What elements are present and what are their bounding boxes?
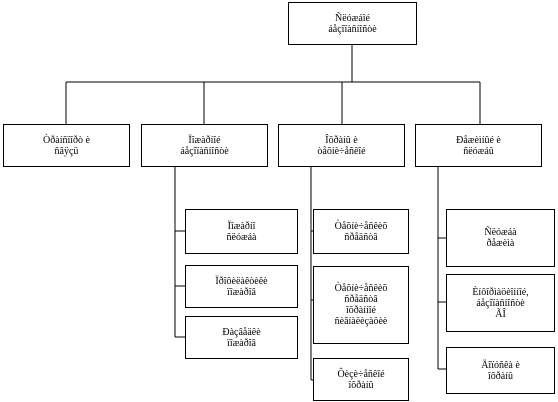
unit-node-regime-service: Ñëóæáà ðåæèìà	[446, 209, 555, 267]
unit-label-line: Òåõíè÷åñêèõ	[334, 220, 388, 232]
unit-node-physical-security: Ôèçè÷åñêîé îõðàíû	[313, 358, 409, 401]
unit-node-information-security: Èíôîðìàöèîííîé, áåçîïàñíîñòè ÃÎ	[446, 274, 555, 332]
department-label-line: ñëóæáû	[463, 145, 494, 157]
unit-label-line: ïîæàðîâ	[227, 286, 256, 298]
unit-node-fire-investigation: Ðàçâåäêè ïîæàðîâ	[185, 316, 298, 359]
department-label-line: òåõíè÷åñêîé	[317, 145, 366, 157]
unit-label-line: Èíôîðìàöèîííîé,	[472, 286, 529, 298]
unit-node-access-control: Äîïóñêà è îõðàíû	[446, 347, 555, 394]
root-label-line: áåçîïàñíîñòè	[328, 23, 377, 35]
department-label-line: ñâÿçü	[54, 145, 79, 157]
unit-label-line: îõðàííîé	[346, 305, 376, 316]
unit-label-line: îõðàíû	[348, 379, 374, 391]
unit-label-line: áåçîïàñíîñòè	[476, 297, 525, 309]
unit-node-fire-service: Ïîæàðíî ñëóæáà	[185, 209, 298, 254]
unit-label-line: Òåõíè÷åñêèõ	[334, 283, 388, 294]
unit-label-line: ðåæèìà	[486, 238, 515, 249]
unit-label-line: ïîæàðîâ	[227, 337, 256, 349]
department-node-transport: Òðàíñïîðò è ñâÿçü	[3, 124, 130, 167]
unit-label-line: ÃÎ	[495, 308, 506, 320]
unit-label-line: Ïðîôèëàêòèêè	[215, 275, 268, 287]
unit-node-fire-prevention: Ïðîôèëàêòèêè ïîæàðîâ	[185, 265, 298, 308]
root-label-line: Ñëóæáîé	[335, 12, 370, 24]
unit-label-line: ñëóæáà	[226, 231, 257, 243]
unit-label-line: Ñëóæáà	[484, 227, 517, 238]
department-label-line: áåçîïàñíîñòè	[180, 145, 229, 157]
unit-label-line: Ðàçâåäêè	[222, 326, 261, 338]
unit-node-alarm-systems: Òåõíè÷åñêèõ ñðåäñòâ îõðàííîé ñèãíàëèçàöè…	[313, 266, 409, 344]
unit-node-technical-means: Òåõíè÷åñêèõ ñðåäñòâ	[313, 209, 409, 254]
department-node-security: Îõðàíû è òåõíè÷åñêîé	[278, 124, 405, 167]
unit-label-line: ñðåäñòâ	[344, 231, 378, 243]
unit-label-line: Ôèçè÷åñêîé	[337, 368, 385, 380]
department-label-line: Îõðàíû è	[325, 134, 358, 146]
unit-label-line: ñèãíàëèçàöèè	[334, 316, 388, 327]
unit-label-line: Ïîæàðíî	[227, 220, 256, 232]
unit-label-line: Äîïóñêà è	[481, 359, 520, 371]
department-label-line: Ðåæèìíûé è	[456, 134, 501, 146]
root-node: Ñëóæáîé áåçîïàñíîñòè	[288, 2, 417, 45]
unit-label-line: ñðåäñòâ	[344, 294, 378, 305]
department-node-fire: Ïîæàðíîé áåçîïàñíîñòè	[141, 124, 268, 167]
department-label-line: Ïîæàðíîé	[188, 134, 221, 146]
unit-label-line: îõðàíû	[488, 370, 513, 382]
department-label-line: Òðàíñïîðò è	[43, 134, 90, 146]
department-node-regime: Ðåæèìíûé è ñëóæáû	[415, 124, 542, 167]
